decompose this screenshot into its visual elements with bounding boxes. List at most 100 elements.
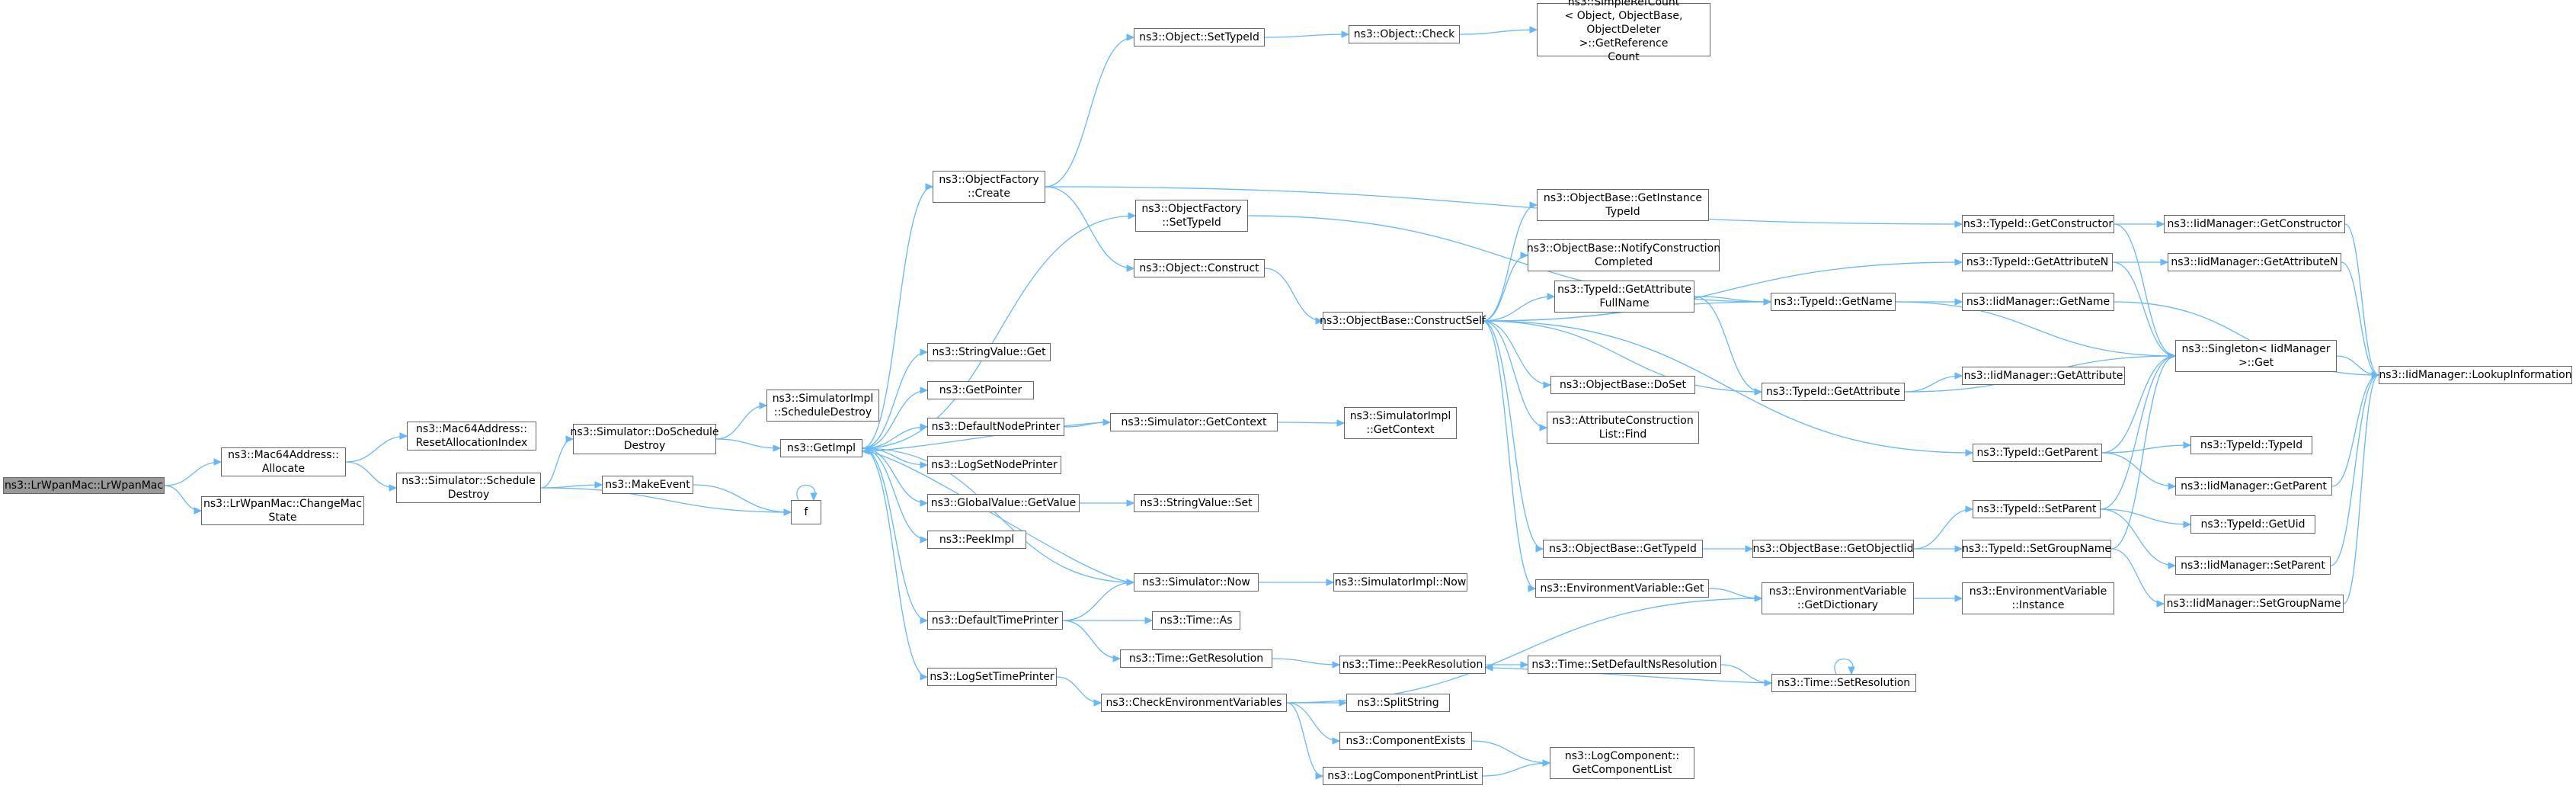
- node-simnow[interactable]: ns3::Simulator::Now: [1134, 573, 1259, 592]
- edge-typeidsetparent-to-typeidgetuid-arrowhead: [2183, 521, 2192, 528]
- node-timesetdefaultns[interactable]: ns3::Time::SetDefaultNsResolution: [1528, 656, 1721, 674]
- node-objbaseconstructself[interactable]: ns3::ObjectBase::ConstructSelf: [1320, 312, 1486, 330]
- node-objbasenotify[interactable]: ns3::ObjectBase::NotifyConstruction Comp…: [1527, 239, 1720, 271]
- edge-typeidsetparent-to-iidsetparent: [2100, 508, 2176, 566]
- node-iidgetparent[interactable]: ns3::IidManager::GetParent: [2175, 477, 2332, 495]
- node-simimplschedule[interactable]: ns3::SimulatorImpl ::ScheduleDestroy: [766, 390, 879, 422]
- node-timeas[interactable]: ns3::Time::As: [1152, 611, 1240, 630]
- node-iidgetattributen[interactable]: ns3::IidManager::GetAttributeN: [2168, 253, 2341, 271]
- node-f[interactable]: f: [791, 500, 821, 524]
- node-typeidgetparent[interactable]: ns3::TypeId::GetParent: [1973, 444, 2102, 462]
- node-mac64allocate[interactable]: ns3::Mac64Address:: Allocate: [221, 447, 346, 476]
- node-defaulttimeprinter[interactable]: ns3::DefaultTimePrinter: [927, 611, 1063, 630]
- node-objsettypeid[interactable]: ns3::Object::SetTypeId: [1134, 28, 1265, 46]
- edge-simschedule-to-makeevent-arrowhead: [594, 481, 603, 489]
- node-timesetresolution[interactable]: ns3::Time::SetResolution: [1771, 674, 1916, 692]
- node-logcompgetlist[interactable]: ns3::LogComponent:: GetComponentList: [1550, 747, 1694, 779]
- edge-timesetresolution-self-loop-arrowhead: [1848, 666, 1855, 675]
- node-mac64reset[interactable]: ns3::Mac64Address:: ResetAllocationIndex: [407, 422, 536, 451]
- node-typeidsetgroupname[interactable]: ns3::TypeId::SetGroupName: [1962, 540, 2111, 558]
- edge-iidgetparent-to-iidlookup: [2331, 374, 2379, 487]
- edge-objfactorycreate-to-objsettypeid: [1045, 37, 1134, 188]
- node-objfactorysettypeid[interactable]: ns3::ObjectFactory ::SetTypeId: [1135, 200, 1248, 232]
- node-iidsetparent[interactable]: ns3::IidManager::SetParent: [2175, 556, 2331, 575]
- node-typeidtypeid[interactable]: ns3::TypeId::TypeId: [2190, 436, 2312, 454]
- edge-mac64allocate-to-simschedule-arrowhead: [389, 484, 398, 492]
- node-typeidgetattrfullname[interactable]: ns3::TypeId::GetAttribute FullName: [1554, 281, 1694, 313]
- node-envget[interactable]: ns3::EnvironmentVariable::Get: [1535, 579, 1709, 598]
- edge-objbaseconstructself-to-typeidgetparent: [1482, 320, 1973, 454]
- node-iidgetconstructor[interactable]: ns3::IidManager::GetConstructor: [2164, 215, 2345, 233]
- edge-iidgetconstructor-to-iidlookup: [2344, 223, 2379, 376]
- edge-simdoschedule-to-simimplschedule-arrowhead: [759, 402, 768, 409]
- node-simschedule[interactable]: ns3::Simulator::Schedule Destroy: [396, 473, 541, 503]
- node-objfactorycreate[interactable]: ns3::ObjectFactory ::Create: [933, 171, 1045, 203]
- node-simgetcontext[interactable]: ns3::Simulator::GetContext: [1110, 413, 1278, 431]
- node-typeidgetuid[interactable]: ns3::TypeId::GetUid: [2190, 515, 2315, 534]
- edge-typeidgetattrfullname-to-typeidgetname: [1694, 296, 1771, 303]
- edge-typeidgetconstructor-to-singletonget: [2114, 223, 2176, 357]
- node-getimpl[interactable]: ns3::GetImpl: [780, 439, 862, 457]
- node-changemacstate[interactable]: ns3::LrWpanMac::ChangeMac State: [201, 496, 364, 525]
- node-objbasegettypeid[interactable]: ns3::ObjectBase::GetTypeId: [1543, 540, 1703, 558]
- edge-checkenv-to-componentexists: [1286, 702, 1340, 742]
- node-objcheck[interactable]: ns3::Object::Check: [1349, 25, 1460, 43]
- edge-typeidgetparent-to-iidgetparent-arrowhead: [2168, 483, 2177, 490]
- node-logcomponentprintlist[interactable]: ns3::LogComponentPrintList: [1323, 767, 1483, 785]
- edge-typeidgetattributen-to-singletonget: [2112, 261, 2176, 357]
- node-objbasedoset[interactable]: ns3::ObjectBase::DoSet: [1550, 376, 1695, 394]
- node-logsetnodeprinter[interactable]: ns3::LogSetNodePrinter: [927, 456, 1061, 474]
- edge-timepeekres-to-timesetdefaultns-arrowhead: [1520, 661, 1529, 669]
- edge-componentexists-to-logcompgetlist: [1471, 740, 1550, 764]
- node-getpointer[interactable]: ns3::GetPointer: [927, 381, 1034, 399]
- edge-defaulttimeprinter-to-simnow-arrowhead: [1126, 579, 1135, 586]
- node-envgetdict[interactable]: ns3::EnvironmentVariable ::GetDictionary: [1762, 582, 1914, 614]
- node-objconstruct[interactable]: ns3::Object::Construct: [1134, 259, 1265, 277]
- edge-objbaseconstructself-to-typeidgetattrfullname-arrowhead: [1547, 293, 1556, 300]
- edge-lrwpanmac-to-mac64allocate: [164, 461, 222, 486]
- node-iidgetattribute[interactable]: ns3::IidManager::GetAttribute: [1962, 367, 2125, 385]
- node-stringvalueset[interactable]: ns3::StringValue::Set: [1134, 494, 1259, 512]
- edge-simnow-to-simimplnow-arrowhead: [1326, 579, 1335, 586]
- edge-objbasegetobjectiid-to-typeidsetgroupname-arrowhead: [1954, 545, 1963, 553]
- edge-timegetresolution-to-timepeekres: [1272, 658, 1340, 665]
- node-simdoschedule[interactable]: ns3::Simulator::DoSchedule Destroy: [571, 424, 718, 454]
- node-envinstance[interactable]: ns3::EnvironmentVariable ::Instance: [1962, 582, 2114, 614]
- node-objbasegetobjectiid[interactable]: ns3::ObjectBase::GetObjectIid: [1752, 540, 1914, 558]
- node-checkenv[interactable]: ns3::CheckEnvironmentVariables: [1101, 694, 1287, 712]
- node-defaultnodeprinter[interactable]: ns3::DefaultNodePrinter: [927, 418, 1064, 436]
- edge-getimpl-to-globalvaluegetvalue-arrowhead: [920, 499, 929, 507]
- node-timegetresolution[interactable]: ns3::Time::GetResolution: [1120, 649, 1272, 668]
- node-simimplnow[interactable]: ns3::SimulatorImpl::Now: [1333, 573, 1467, 592]
- node-componentexists[interactable]: ns3::ComponentExists: [1339, 732, 1472, 750]
- node-lrwpanmac[interactable]: ns3::LrWpanMac::LrWpanMac: [3, 477, 165, 494]
- call-edges: [164, 26, 2380, 780]
- node-objbasegetinstance[interactable]: ns3::ObjectBase::GetInstance TypeId: [1537, 189, 1709, 221]
- node-iidgetname[interactable]: ns3::IidManager::GetName: [1962, 293, 2114, 311]
- node-typeidgetattribute[interactable]: ns3::TypeId::GetAttribute: [1762, 383, 1905, 401]
- edge-getimpl-to-objfactorysettypeid-arrowhead: [1128, 212, 1137, 220]
- edge-checkenv-to-componentexists-arrowhead: [1332, 737, 1341, 745]
- node-globalvaluegetvalue[interactable]: ns3::GlobalValue::GetValue: [927, 494, 1080, 512]
- node-typeidgetname[interactable]: ns3::TypeId::GetName: [1771, 293, 1896, 311]
- edge-logsettimeprinter-to-checkenv-arrowhead: [1093, 699, 1102, 707]
- edge-defaulttimeprinter-to-timeas-arrowhead: [1144, 617, 1154, 624]
- node-attrconstruction[interactable]: ns3::AttributeConstruction List::Find: [1547, 412, 1699, 444]
- node-singletonget[interactable]: ns3::Singleton< IidManager >::Get: [2175, 340, 2337, 372]
- node-simplerefcount[interactable]: ns3::SimpleRefCount < Object, ObjectBase…: [1537, 0, 1710, 63]
- edge-objbasegetobjectiid-to-typeidsetparent: [1913, 508, 1973, 550]
- node-makeevent[interactable]: ns3::MakeEvent: [602, 476, 693, 494]
- node-logsettimeprinter[interactable]: ns3::LogSetTimePrinter: [927, 668, 1057, 686]
- node-typeidgetattributen[interactable]: ns3::TypeId::GetAttributeN: [1962, 253, 2113, 271]
- node-peekimpl[interactable]: ns3::PeekImpl: [927, 531, 1026, 549]
- node-iidlookup[interactable]: ns3::IidManager::LookupInformation: [2379, 366, 2572, 384]
- node-typeidsetparent[interactable]: ns3::TypeId::SetParent: [1973, 500, 2101, 518]
- node-splitstring[interactable]: ns3::SplitString: [1346, 694, 1450, 712]
- node-typeidgetconstructor[interactable]: ns3::TypeId::GetConstructor: [1962, 215, 2114, 233]
- node-iidsetgroupname[interactable]: ns3::IidManager::SetGroupName: [2164, 595, 2344, 613]
- node-stringvalueget[interactable]: ns3::StringValue::Get: [927, 343, 1051, 361]
- node-simimplgetcontext[interactable]: ns3::SimulatorImpl ::GetContext: [1344, 407, 1457, 439]
- node-timepeekres[interactable]: ns3::Time::PeekResolution: [1339, 656, 1486, 674]
- edge-simdoschedule-to-getimpl: [715, 438, 781, 449]
- edge-checkenv-to-logcomponentprintlist-arrowhead: [1315, 772, 1324, 780]
